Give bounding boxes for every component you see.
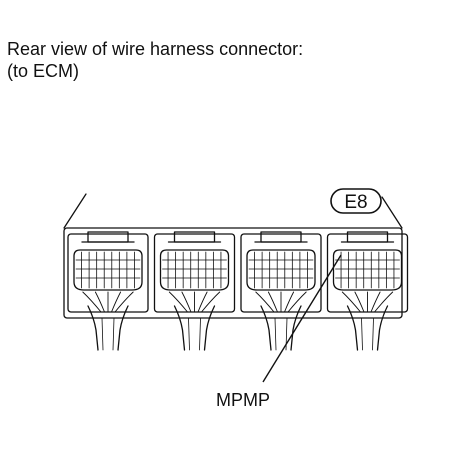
- caption-line-2: (to ECM): [7, 61, 79, 81]
- harness-wire: [111, 291, 122, 313]
- harness-wire: [374, 291, 394, 313]
- terminal-field: [159, 249, 230, 291]
- harness-wire: [112, 317, 115, 351]
- harness-wire: [82, 291, 102, 313]
- harness-wire: [101, 317, 104, 351]
- terminal-field: [73, 249, 143, 291]
- wire-bundle-left: [260, 305, 272, 351]
- housing-right-edge: [381, 196, 403, 229]
- harness-wire: [199, 317, 201, 351]
- wire-bundle-left: [346, 305, 359, 351]
- terminal-field: [332, 249, 403, 291]
- connector-code-badge: E8: [330, 188, 382, 214]
- harness-wire: [197, 291, 208, 313]
- connector-code: E8: [344, 192, 367, 213]
- wire-bundle-left: [87, 305, 99, 351]
- harness-wire: [188, 317, 190, 351]
- harness-wire: [284, 291, 295, 313]
- harness-wire: [354, 291, 365, 313]
- wire-harness-connector: [63, 193, 409, 351]
- harness-wire: [370, 291, 381, 313]
- caption-line-1: Rear view of wire harness connector:: [7, 39, 304, 59]
- housing-left-edge: [63, 193, 87, 229]
- harness-wire: [255, 291, 275, 313]
- wire-bundle-right: [203, 305, 216, 351]
- harness-wire: [361, 317, 363, 351]
- harness-wire: [168, 291, 188, 313]
- wire-bundle-right: [290, 305, 302, 351]
- pin-label: MPMP: [216, 390, 270, 410]
- harness-wire: [114, 291, 134, 313]
- wire-bundle-left: [173, 305, 186, 351]
- harness-wire: [94, 291, 105, 313]
- harness-wire: [267, 291, 278, 313]
- diagram-caption: Rear view of wire harness connector: (to…: [7, 38, 303, 82]
- wire-bundle-right: [376, 305, 389, 351]
- pin-leader-line: [262, 254, 342, 383]
- harness-wire: [287, 291, 307, 313]
- terminal-field: [246, 249, 316, 291]
- connector-code-outline: [330, 188, 382, 214]
- harness-wire: [181, 291, 192, 313]
- harness-wire: [341, 291, 361, 313]
- harness-wire: [372, 317, 374, 351]
- wire-bundle-right: [117, 305, 129, 351]
- harness-wire: [274, 317, 277, 351]
- harness-wire: [201, 291, 221, 313]
